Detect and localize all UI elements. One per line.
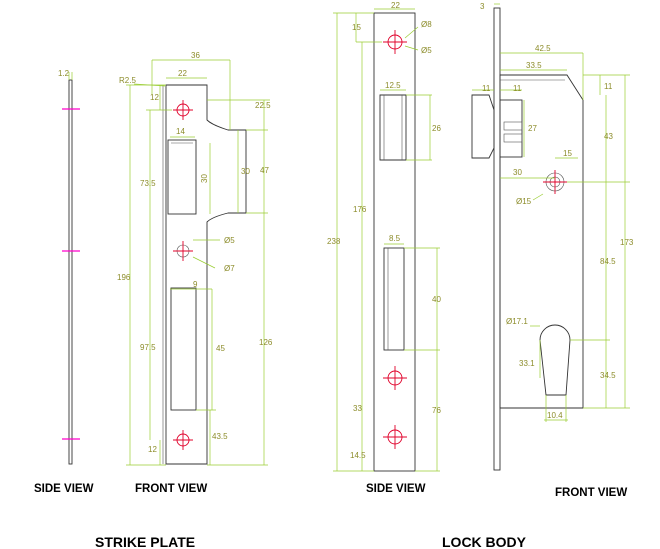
lock-body-title: LOCK BODY [442, 534, 527, 549]
lb-hole-top [383, 30, 407, 54]
strike-plate-title: STRIKE PLATE [95, 534, 195, 549]
lock-body-front-view: 3 42.5 33.5 11 11 11 43 27 15 30 Ø15 173… [471, 2, 634, 471]
sp-bottom-offset-b-label: 12 [148, 445, 157, 454]
lb-spindle-offset-label: 43 [604, 132, 613, 141]
lb-top-offset-label: 15 [352, 23, 361, 32]
sp-hole-bottom [173, 430, 193, 450]
sp-total-height-label: 196 [117, 273, 131, 282]
sp-hole-small-label: Ø5 [224, 236, 235, 245]
lb-center-distance-label: 84.5 [600, 257, 616, 266]
lb-lower-span-label: 76 [432, 406, 441, 415]
lb-hole-bottom [383, 425, 407, 449]
lb-cylinder-bottom-label: 34.5 [600, 371, 616, 380]
sp-side-view-label: SIDE VIEW [34, 483, 94, 495]
sp-hole-large-label: Ø7 [224, 264, 235, 273]
sp-slot-height-label: 30 [200, 174, 209, 183]
lb-bolt-width-label: 8.5 [389, 234, 401, 243]
lb-latch-block-label: 27 [528, 124, 537, 133]
sp-plate-width-label: 22 [178, 69, 187, 78]
lb-latch-proj-b-label: 11 [513, 84, 522, 93]
sp-width-label: 36 [191, 51, 200, 60]
sp-upper-offset-label: 22.5 [255, 101, 271, 110]
lb-spindle [543, 170, 567, 194]
lb-latch-width-label: 12.5 [385, 81, 401, 90]
sp-top-offset-label: 12 [150, 93, 159, 102]
lb-faceplate-thickness-label: 3 [480, 2, 485, 11]
lb-spindle-dia-label: Ø15 [516, 197, 532, 206]
sp-front-view-label: FRONT VIEW [135, 483, 207, 495]
sp-hole-top [173, 100, 193, 120]
lb-body-height-label: 173 [620, 238, 634, 247]
sp-recess-depth-label: 30 [241, 167, 250, 176]
sp-lower-slot-height-label: 45 [216, 344, 225, 353]
lb-cylinder-width-label: 10.4 [547, 411, 563, 420]
lb-spindle-backset-label: 30 [513, 168, 522, 177]
lb-hole-large-label: Ø8 [421, 20, 432, 29]
sp-radius-label: R2.5 [119, 76, 136, 85]
strike-plate-side-view: 1.2 [58, 69, 80, 465]
sp-recess-height-label: 47 [260, 166, 269, 175]
lb-case-depth-label: 42.5 [535, 44, 551, 53]
sp-lower-slot-width-label: 9 [193, 280, 198, 289]
lb-total-height-label: 238 [327, 237, 341, 246]
lb-side-view-label: SIDE VIEW [366, 483, 426, 495]
lb-hole-middle [383, 366, 407, 390]
lb-upper-span-label: 176 [353, 205, 367, 214]
lb-cylinder-height-label: 33.1 [519, 359, 535, 368]
lb-latch-height-label: 26 [432, 124, 441, 133]
lb-faceplate-width-label: 22 [391, 1, 400, 10]
lb-front-view-label: FRONT VIEW [555, 487, 627, 499]
sp-bottom-offset-a-label: 43.5 [212, 432, 228, 441]
lb-cylinder-dia-label: Ø17.1 [506, 317, 528, 326]
lock-body-side-view: 22 Ø8 Ø5 15 12.5 26 176 238 8.5 40 33 76… [327, 1, 441, 472]
lb-hole-small-label: Ø5 [421, 46, 432, 55]
lb-bolt-height-label: 40 [432, 295, 441, 304]
sp-hole-middle [173, 241, 193, 261]
sp-slot-width-label: 14 [176, 127, 185, 136]
lb-top-gap-label: 11 [604, 82, 613, 91]
sp-upper-center-label: 73.5 [140, 179, 156, 188]
sp-lower-span-label: 126 [259, 338, 273, 347]
lb-latch-proj-a-label: 11 [482, 84, 491, 93]
lb-spindle-dim-label: 15 [563, 149, 572, 158]
lb-bottom-offset-label: 14.5 [350, 451, 366, 460]
strike-plate-front-view: 36 22 R2.5 12 22.5 14 30 30 47 73.5 Ø5 Ø… [117, 51, 273, 466]
sp-lower-center-label: 97.5 [140, 343, 156, 352]
lb-lower-offset-label: 33 [353, 404, 362, 413]
lb-backset-label: 33.5 [526, 61, 542, 70]
sp-thickness-label: 1.2 [58, 69, 70, 78]
